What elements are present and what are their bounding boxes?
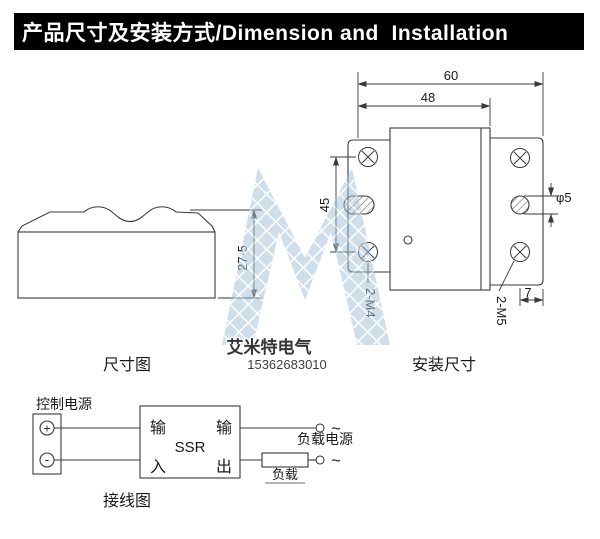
screw-hole-bottom-right: [510, 242, 530, 262]
side-view-label: 尺寸图: [103, 356, 151, 374]
output-terminal-bottom: [315, 455, 325, 465]
ssr-front-body: [389, 127, 491, 291]
dim-60: 60: [444, 68, 458, 83]
ssr-side-body: [17, 231, 216, 299]
phi5-hole: [510, 195, 530, 215]
watermark: [222, 168, 390, 345]
title-bar: 产品尺寸及安装方式/Dimension and Installation: [14, 13, 584, 50]
front-view-dimensions: [330, 72, 558, 306]
output-terminal-top: [315, 423, 325, 433]
side-view-drawing: [17, 206, 216, 299]
mounting-screw-holes: [358, 147, 530, 262]
plus-sign: +: [43, 422, 50, 436]
ssr-input-char-top: 输: [150, 419, 166, 437]
right-flange-outline: [490, 137, 544, 286]
dim-phi5: φ5: [556, 190, 572, 205]
load-resistor: [261, 452, 309, 468]
dim-7: 7: [524, 285, 531, 300]
control-power-label: 控制电源: [36, 396, 92, 412]
front-view-label: 安装尺寸: [412, 356, 476, 374]
watermark-phone: 15362683010: [247, 357, 327, 372]
control-power-box: [32, 413, 62, 475]
dim-45: 45: [317, 198, 332, 212]
screw-hole-top-left: [358, 147, 378, 167]
ssr-output-char-bottom: 出: [216, 458, 232, 476]
ssr-label: SSR: [175, 439, 206, 456]
wiring-view-label: 接线图: [103, 492, 151, 510]
indicator-hole: [403, 235, 413, 245]
watermark-logo-grid: [222, 168, 390, 345]
ac-symbol-bottom: ~: [331, 451, 341, 470]
wiring-diagram: [32, 405, 325, 484]
minus-sign: -: [45, 452, 49, 467]
dim-2-m5: 2-M5: [494, 296, 509, 326]
ssr-box: [139, 405, 241, 479]
dim-48: 48: [421, 90, 435, 105]
leader-2m5: [498, 260, 515, 292]
screw-hole-top-right: [510, 148, 530, 168]
front-view-drawing: [343, 127, 544, 291]
ssr-input-char-bottom: 入: [150, 459, 166, 476]
ssr-output-char-top: 输: [216, 419, 232, 437]
load-label: 负载: [272, 467, 298, 482]
page-title: 产品尺寸及安装方式/Dimension and Installation: [22, 21, 509, 45]
ssr-side-cover-profile: [17, 206, 216, 233]
load-power-label: 负载电源: [297, 431, 353, 447]
watermark-brand: 艾米特电气: [227, 337, 312, 357]
ac-symbol-top: ~: [331, 419, 341, 438]
